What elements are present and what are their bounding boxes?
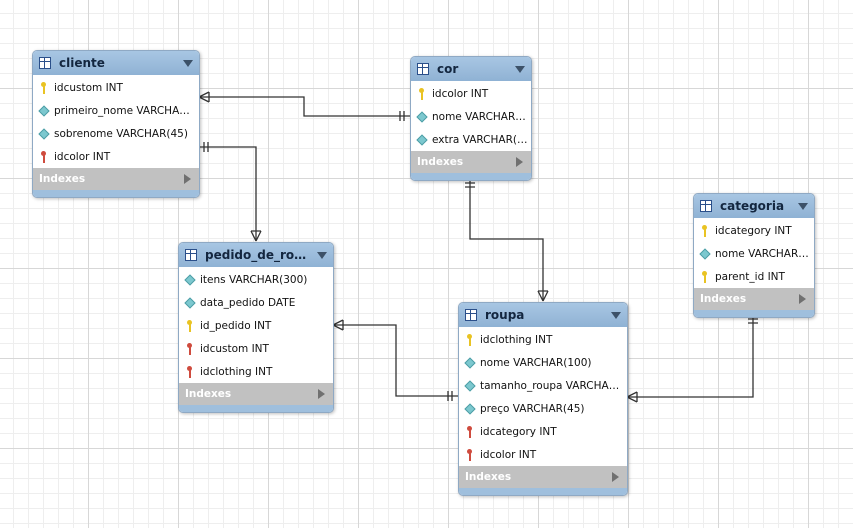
table-footer — [411, 173, 531, 180]
crowfoot-many-pedido-right — [332, 319, 344, 331]
table-icon — [465, 309, 477, 321]
crowfoot-many-cliente — [198, 91, 210, 103]
collapse-arrow-icon[interactable] — [611, 311, 621, 319]
column-row[interactable]: primeiro_nome VARCHAR(4... — [33, 99, 199, 122]
foreign-key-icon — [185, 342, 195, 355]
relationship-roupa-categoria[interactable] — [626, 314, 758, 403]
collapse-arrow-icon[interactable] — [798, 202, 808, 210]
column-row[interactable]: idcolor INT — [459, 443, 627, 466]
column-row[interactable]: nome VARCHAR(4... — [411, 105, 531, 128]
column-row[interactable]: idclothing INT — [459, 328, 627, 351]
column-row[interactable]: parent_id INT — [694, 265, 814, 288]
column-row[interactable]: nome VARCHAR(4... — [694, 242, 814, 265]
crowfoot-many-roupa-top — [537, 290, 549, 302]
primary-key-icon — [700, 224, 710, 237]
table-cliente[interactable]: cliente idcustom INT primeiro_nome VARCH… — [32, 50, 200, 198]
expand-arrow-icon[interactable] — [318, 389, 325, 399]
indexes-section[interactable]: Indexes — [694, 288, 814, 310]
column-row[interactable]: preço VARCHAR(45) — [459, 397, 627, 420]
primary-key-icon — [417, 87, 427, 100]
indexes-section[interactable]: Indexes — [459, 466, 627, 488]
attribute-diamond-icon — [465, 357, 475, 369]
primary-key-icon — [465, 333, 475, 346]
table-name: cor — [437, 62, 459, 76]
table-footer — [33, 190, 199, 197]
table-pedido-de-roupa[interactable]: pedido_de_rou... itens VARCHAR(300) data… — [178, 242, 334, 413]
attribute-diamond-icon — [39, 128, 49, 140]
table-icon — [39, 57, 51, 69]
table-name: categoria — [720, 199, 785, 213]
attribute-diamond-icon — [185, 297, 195, 309]
table-name: pedido_de_rou... — [205, 248, 311, 262]
table-header[interactable]: cliente — [33, 51, 199, 75]
table-footer — [179, 405, 333, 412]
table-header[interactable]: pedido_de_rou... — [179, 243, 333, 267]
crowfoot-many-roupa-right — [626, 391, 638, 403]
column-row[interactable]: data_pedido DATE — [179, 291, 333, 314]
expand-arrow-icon[interactable] — [184, 174, 191, 184]
column-row[interactable]: itens VARCHAR(300) — [179, 268, 333, 291]
primary-key-icon — [700, 270, 710, 283]
column-row[interactable]: idcolor INT — [33, 145, 199, 168]
table-icon — [700, 200, 712, 212]
attribute-diamond-icon — [700, 248, 710, 260]
relationship-cliente-cor[interactable] — [198, 91, 410, 121]
column-row[interactable]: sobrenome VARCHAR(45) — [33, 122, 199, 145]
table-header[interactable]: cor — [411, 57, 531, 81]
attribute-diamond-icon — [185, 274, 195, 286]
column-row[interactable]: extra VARCHAR(45) — [411, 128, 531, 151]
cardinality-one-roupa-left — [447, 391, 453, 401]
expand-arrow-icon[interactable] — [612, 472, 619, 482]
table-icon — [185, 249, 197, 261]
table-categoria[interactable]: categoria idcategory INT nome VARCHAR(4.… — [693, 193, 815, 318]
table-roupa[interactable]: roupa idclothing INT nome VARCHAR(100) t… — [458, 302, 628, 496]
attribute-diamond-icon — [465, 380, 475, 392]
cardinality-one-cor-bottom — [465, 182, 475, 188]
column-row[interactable]: idclothing INT — [179, 360, 333, 383]
relationship-cor-roupa[interactable] — [465, 178, 549, 302]
column-row[interactable]: tamanho_roupa VARCHAR(4... — [459, 374, 627, 397]
foreign-key-icon — [465, 448, 475, 461]
column-row[interactable]: nome VARCHAR(100) — [459, 351, 627, 374]
column-row[interactable]: idcategory INT — [694, 219, 814, 242]
table-name: roupa — [485, 308, 525, 322]
table-icon — [417, 63, 429, 75]
expand-arrow-icon[interactable] — [516, 157, 523, 167]
attribute-diamond-icon — [39, 105, 49, 117]
attribute-diamond-icon — [417, 134, 427, 146]
cardinality-one-cliente — [203, 142, 209, 152]
collapse-arrow-icon[interactable] — [183, 59, 193, 67]
table-cor[interactable]: cor idcolor INT nome VARCHAR(4... extra … — [410, 56, 532, 181]
crowfoot-many-pedido — [250, 230, 262, 242]
primary-key-icon — [39, 81, 49, 94]
foreign-key-icon — [39, 150, 49, 163]
indexes-section[interactable]: Indexes — [33, 168, 199, 190]
primary-key-icon — [185, 319, 195, 332]
cardinality-one-cor — [399, 111, 405, 121]
cardinality-one-categoria — [748, 318, 758, 324]
relationship-cliente-pedido[interactable] — [199, 142, 262, 242]
collapse-arrow-icon[interactable] — [515, 65, 525, 73]
attribute-diamond-icon — [417, 111, 427, 123]
column-row[interactable]: idcustom INT — [33, 76, 199, 99]
column-row[interactable]: idcustom INT — [179, 337, 333, 360]
indexes-section[interactable]: Indexes — [411, 151, 531, 173]
column-row[interactable]: idcolor INT — [411, 82, 531, 105]
table-footer — [694, 310, 814, 317]
table-footer — [459, 488, 627, 495]
collapse-arrow-icon[interactable] — [317, 251, 327, 259]
attribute-diamond-icon — [465, 403, 475, 415]
foreign-key-icon — [185, 365, 195, 378]
expand-arrow-icon[interactable] — [799, 294, 806, 304]
table-header[interactable]: categoria — [694, 194, 814, 218]
column-row[interactable]: id_pedido INT — [179, 314, 333, 337]
relationship-pedido-roupa[interactable] — [332, 319, 458, 401]
indexes-section[interactable]: Indexes — [179, 383, 333, 405]
column-row[interactable]: idcategory INT — [459, 420, 627, 443]
table-name: cliente — [59, 56, 105, 70]
foreign-key-icon — [465, 425, 475, 438]
table-header[interactable]: roupa — [459, 303, 627, 327]
